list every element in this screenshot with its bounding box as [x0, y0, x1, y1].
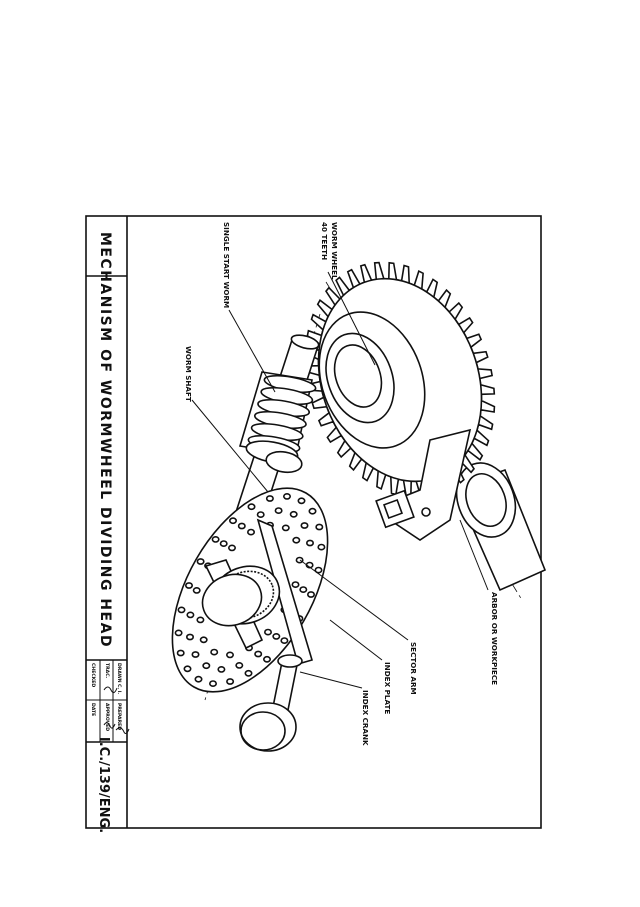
title-block-approved: APPROVED: [104, 703, 110, 731]
index-hole: [314, 566, 323, 574]
signature-mark: [103, 722, 116, 729]
signature-mark: [115, 727, 130, 734]
index-hole: [228, 544, 237, 552]
index-hole: [194, 675, 203, 683]
index-hole: [256, 511, 265, 518]
index-hole: [317, 543, 326, 551]
index-hole: [174, 629, 183, 637]
index-hole: [308, 507, 317, 515]
bracket-clamp: [375, 428, 472, 541]
label-worm-wheel-teeth: 40 TEETH: [320, 222, 329, 260]
index-hole: [176, 649, 185, 657]
index-hole: [282, 492, 291, 500]
index-hole: [247, 503, 256, 511]
index-hole: [262, 655, 271, 663]
title-block-traced: TRAC.: [104, 663, 110, 679]
index-hole: [177, 606, 186, 614]
title-block-drawn: DRAWN: [116, 663, 122, 683]
index-hole: [306, 591, 315, 598]
index-hole: [226, 651, 235, 659]
index-hole: [186, 633, 195, 641]
index-hole: [315, 523, 324, 531]
index-crank: [239, 654, 303, 752]
index-hole: [300, 522, 309, 529]
index-hole: [305, 539, 314, 547]
index-hole: [229, 517, 238, 525]
index-hole: [272, 633, 281, 640]
title-block-prepared: PREPARED: [116, 703, 122, 730]
index-hole: [209, 680, 218, 687]
index-hole: [235, 662, 244, 669]
sheet-border: [85, 215, 542, 829]
index-hole: [210, 648, 219, 656]
drawing-number: I.C./139/ENG.: [96, 737, 111, 833]
index-hole: [254, 650, 263, 658]
index-hole: [292, 536, 301, 544]
index-hole: [196, 558, 205, 565]
label-single-start-worm: SINGLE START WORM: [222, 222, 231, 308]
label-sector-arm: SECTOR ARM: [409, 642, 418, 695]
sheet-title: MECHANISM OF WORMWHEEL DIVIDING HEAD: [97, 232, 113, 648]
index-hole: [291, 581, 300, 588]
index-hub: [201, 565, 281, 627]
index-hole: [191, 651, 200, 658]
label-worm-shaft: WORM SHAFT: [184, 346, 193, 402]
title-block-drawn-value: C. I.: [116, 684, 122, 694]
title-block-checked: CHECKED: [90, 663, 96, 687]
index-hole: [196, 616, 205, 624]
title-block-date: DATE: [90, 703, 96, 716]
index-hole: [219, 540, 228, 547]
single-start-worm: [238, 371, 317, 464]
index-hole: [202, 662, 211, 670]
index-hole: [299, 586, 308, 593]
index-hole: [265, 495, 274, 502]
index-hole: [297, 497, 306, 505]
arbor-workpiece: [453, 462, 547, 592]
index-hole: [281, 524, 290, 532]
index-hole: [185, 582, 194, 589]
index-hole: [183, 665, 192, 673]
index-hole: [237, 522, 246, 530]
index-hole: [280, 637, 289, 644]
label-worm-wheel: WORM WHEEL: [330, 222, 339, 280]
index-hole: [192, 587, 201, 594]
index-hole: [226, 678, 235, 685]
signature-mark: [103, 686, 118, 694]
leader-lines: [191, 271, 489, 689]
index-hole: [186, 611, 195, 619]
index-hole: [244, 669, 253, 677]
index-plate: [171, 487, 329, 693]
label-index-plate: INDEX PLATE: [383, 662, 392, 714]
index-hole: [211, 536, 220, 543]
label-index-crank: INDEX CRANK: [361, 690, 370, 746]
index-hole: [274, 507, 283, 514]
index-hole: [263, 628, 272, 636]
index-hole: [247, 528, 256, 536]
label-arbor: ARBOR OR WORKPIECE: [490, 592, 499, 685]
title-block-grid: [86, 660, 127, 742]
index-hole: [289, 510, 298, 518]
worm-shaft-collar: [265, 450, 303, 474]
index-hole: [199, 636, 208, 644]
index-hole: [217, 666, 226, 673]
